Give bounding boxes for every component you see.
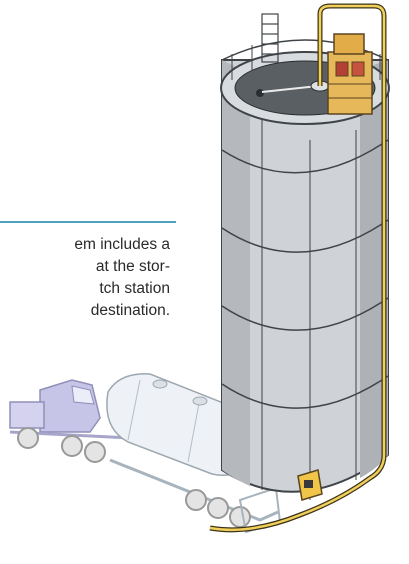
caption-line: tch station [0,278,170,300]
tanker-hatch [193,397,207,405]
caption-line: at the stor- [0,256,170,278]
collector-panel [336,62,348,76]
truck-hood [10,402,44,428]
caption-rule [0,221,176,223]
truck-wheel [62,436,82,456]
silo-shade-left [222,60,250,486]
collector-body [328,52,372,114]
collector-panel [352,62,364,76]
caption-text: em includes a at the stor- tch station d… [0,234,170,322]
trailer-wheel [208,498,228,518]
trailer-wheel [230,507,250,527]
truck-wheel [18,428,38,448]
dust-collector-unit [328,34,372,114]
roof-hatch [256,89,264,97]
truck-wheel [85,442,105,462]
collector-top [334,34,364,54]
trailer-wheel [186,490,206,510]
tanker-hatch [153,380,167,388]
truck-cab [40,380,100,432]
caption-line: em includes a [0,234,170,256]
caption-line: destination. [0,300,170,322]
control-station-box [298,470,322,500]
